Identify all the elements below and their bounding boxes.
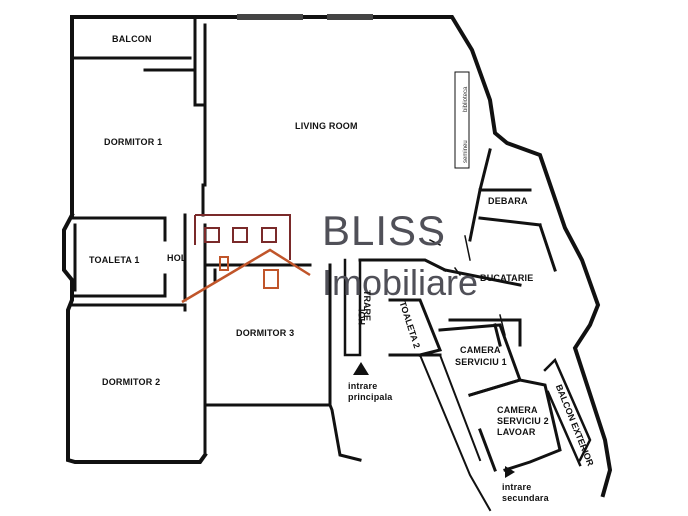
- label-camera-serviciu2-l2: SERVICIU 2: [497, 416, 549, 426]
- biblioteca-box: [454, 71, 470, 169]
- label-intrare-secundara-l2: secundara: [502, 493, 549, 503]
- bliss-logo: [181, 214, 311, 304]
- label-semineu: semineu: [463, 140, 469, 163]
- logo-window-2: [232, 227, 248, 243]
- outer-wall: [70, 15, 613, 498]
- logo-word-imobiliare: Imobiliare: [322, 262, 479, 303]
- logo-window-1: [204, 227, 220, 243]
- label-debara: DEBARA: [488, 196, 528, 206]
- entrance-main-arrow: [353, 362, 369, 375]
- wall-d1-living: [201, 103, 207, 217]
- wall-balcon-exterior: [543, 357, 592, 467]
- logo-house-frame: [194, 214, 291, 260]
- label-bucatarie: BUCATARIE: [480, 273, 534, 283]
- label-biblioteca: biblioteca: [463, 86, 469, 112]
- logo-door-left: [219, 256, 229, 271]
- label-intrare-secundara-l1: intrare: [502, 482, 532, 492]
- logo-door-right: [263, 269, 279, 289]
- outer-wall-left: [62, 15, 208, 464]
- wall-toaleta1: [70, 216, 167, 298]
- label-intrare-principala-l2: principala: [348, 392, 393, 402]
- wall-cs2: [468, 378, 562, 472]
- logo-roof: [181, 248, 311, 304]
- label-balcon: BALCON: [112, 34, 152, 44]
- label-hol-left: HOL: [167, 253, 187, 263]
- label-intrare-principala-l1: intrare: [348, 381, 378, 391]
- wall-corridor: [418, 353, 492, 512]
- label-camera-serviciu2-l1: CAMERA: [497, 405, 538, 415]
- logo-window-3: [261, 227, 277, 243]
- label-dormitor1: DORMITOR 1: [104, 137, 163, 147]
- entrance-secondary-arrow: [505, 466, 515, 478]
- wall-toaleta2: [388, 298, 443, 357]
- wall-d2: [70, 303, 187, 312]
- wall-hol-right: [343, 258, 362, 357]
- label-dormitor3: DORMITOR 3: [236, 328, 295, 338]
- label-intrare-fragment: TRARE: [362, 290, 372, 321]
- balcony-wall: [70, 18, 207, 107]
- logo-word-bliss: BLISS: [322, 207, 447, 254]
- label-toaleta1: TOALETA 1: [89, 255, 140, 265]
- label-camera-serviciu2-l3: LAVOAR: [497, 427, 536, 437]
- label-dormitor2: DORMITOR 2: [102, 377, 161, 387]
- wall-misc: [428, 235, 506, 336]
- bottom-right-wall: [203, 398, 362, 462]
- label-camera-serviciu1-l2: SERVICIU 1: [455, 357, 507, 367]
- wall-debara: [478, 188, 542, 227]
- label-living-room: LIVING ROOM: [295, 121, 358, 131]
- label-camera-serviciu1-l1: CAMERA: [460, 345, 501, 355]
